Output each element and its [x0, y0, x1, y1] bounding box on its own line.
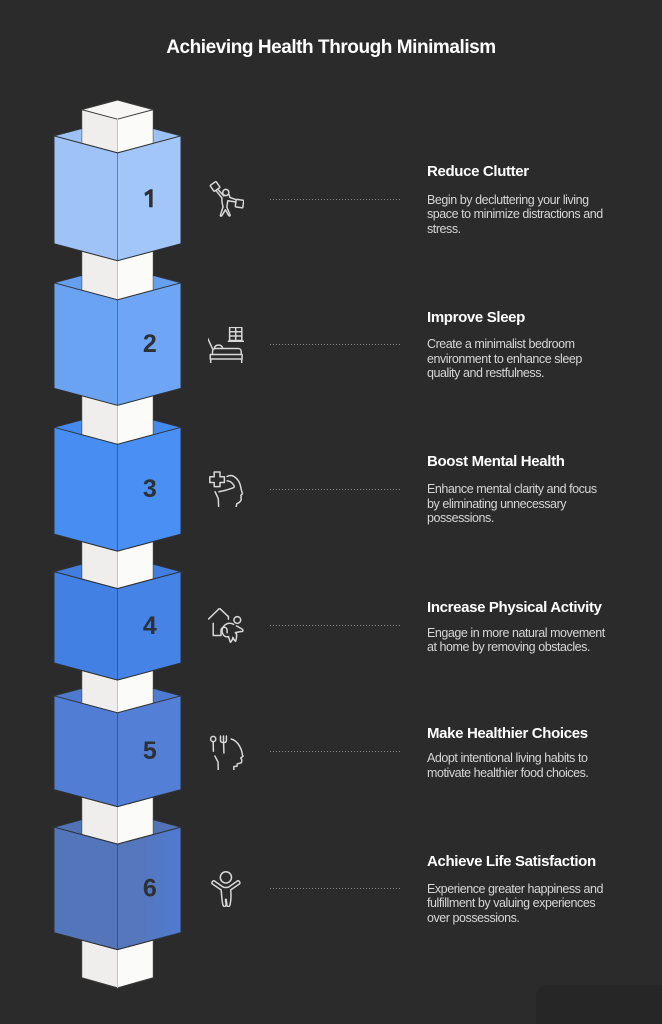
svg-text:4: 4 [143, 612, 157, 640]
svg-text:6: 6 [143, 874, 157, 902]
svg-text:5: 5 [143, 737, 157, 765]
svg-text:3: 3 [143, 475, 157, 503]
svg-text:2: 2 [143, 330, 157, 358]
